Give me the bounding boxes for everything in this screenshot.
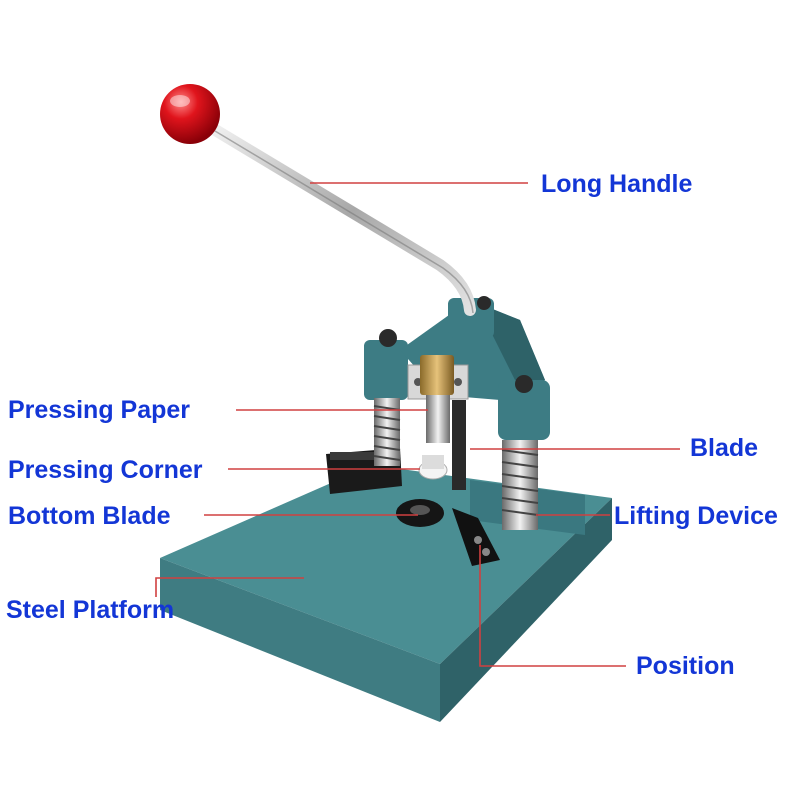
red-knob <box>160 84 220 144</box>
label-blade: Blade <box>690 434 759 462</box>
right-column <box>498 375 550 530</box>
label-position: Position <box>636 652 735 680</box>
leader-steel-platform <box>155 577 304 597</box>
blade <box>452 400 466 490</box>
leader-lines <box>155 182 680 667</box>
platform-left-face <box>160 558 440 722</box>
label-steel-platform: Steel Platform <box>6 596 175 624</box>
label-pressing-corner: Pressing Corner <box>8 456 203 484</box>
label-lifting-device: Lifting Device <box>614 502 778 530</box>
pressing-paper-cylinder <box>420 355 454 395</box>
leader-position <box>479 545 626 667</box>
label-bottom-blade: Bottom Blade <box>8 502 171 530</box>
label-long-handle: Long Handle <box>541 170 693 198</box>
black-plate-ridge <box>330 452 400 460</box>
label-pressing-paper: Pressing Paper <box>8 396 191 424</box>
long-handle-rod <box>206 122 476 316</box>
